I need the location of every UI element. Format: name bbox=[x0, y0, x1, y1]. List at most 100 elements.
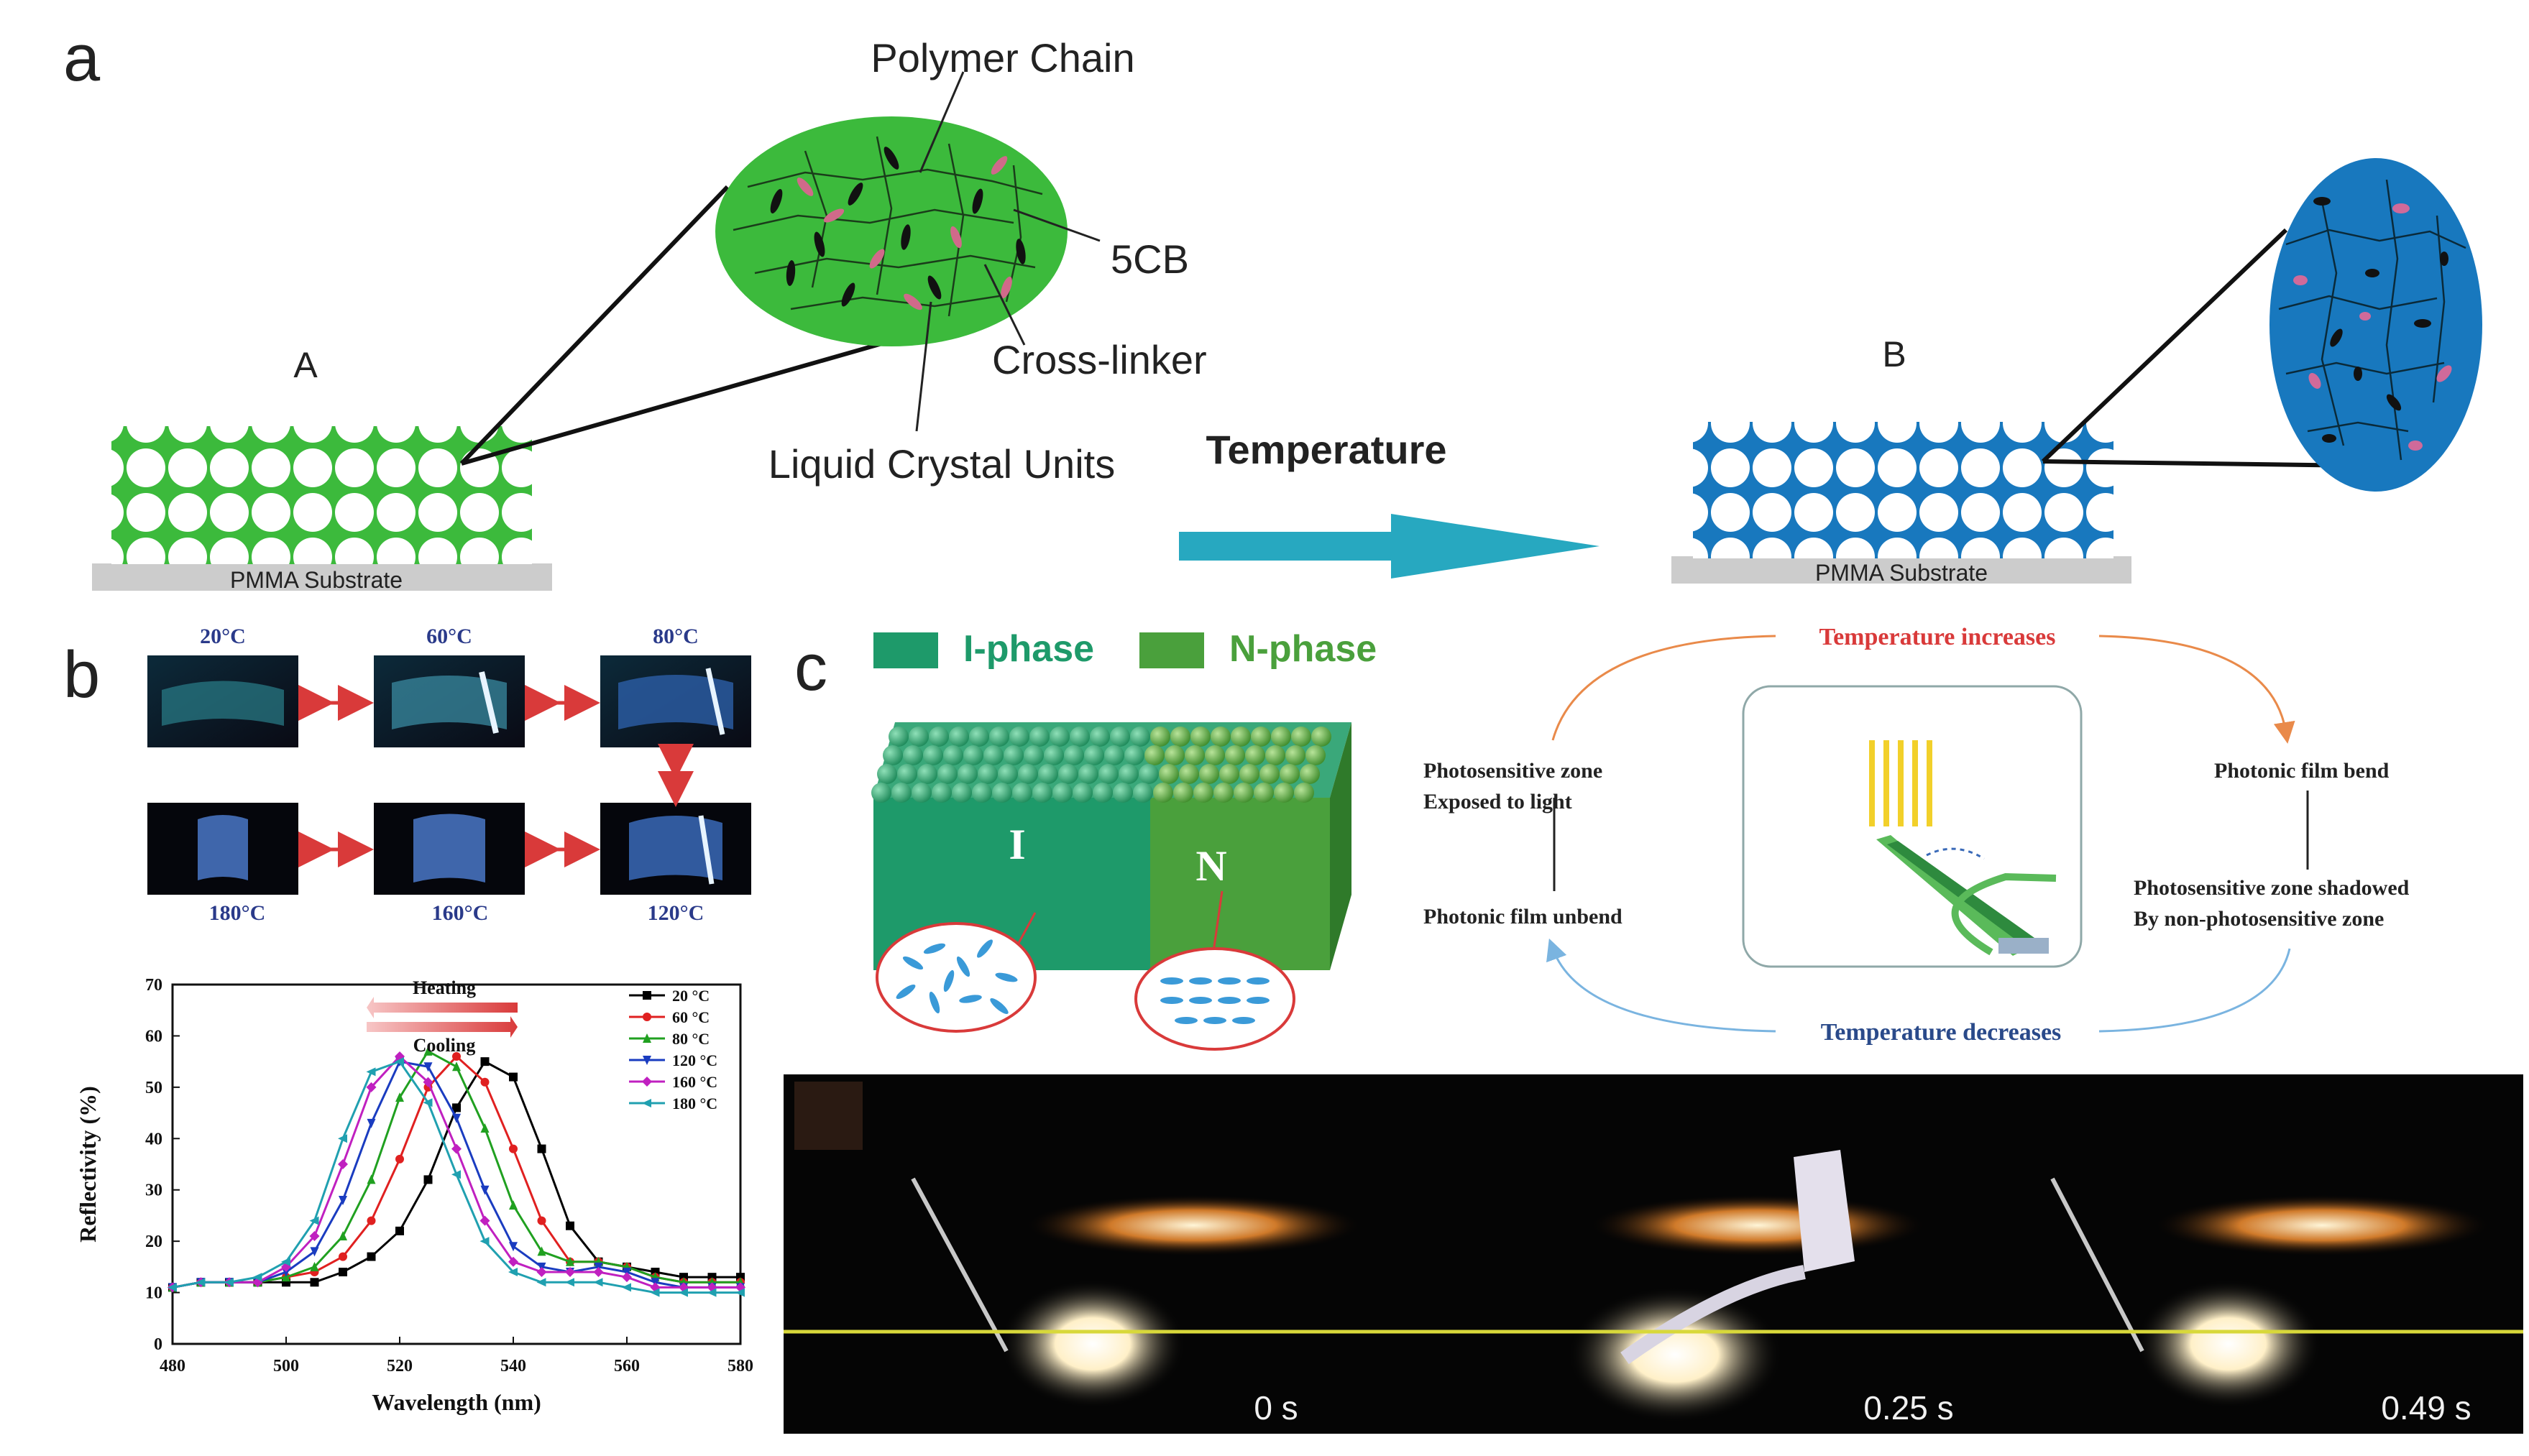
series-0-point-7 bbox=[367, 1252, 376, 1261]
series-2-point-8 bbox=[395, 1092, 404, 1102]
sphere bbox=[1259, 764, 1280, 784]
photo-80c: 80°C bbox=[600, 625, 751, 747]
sphere bbox=[1093, 783, 1113, 803]
series-5-point-0 bbox=[167, 1283, 177, 1292]
photo-180c: 180°C bbox=[147, 803, 298, 925]
series-5-point-19 bbox=[707, 1288, 717, 1297]
sphere bbox=[949, 727, 969, 747]
series-2-point-11 bbox=[480, 1123, 490, 1133]
series-4-point-7 bbox=[366, 1082, 377, 1092]
label-liquid-crystal-units: Liquid Crystal Units bbox=[768, 441, 1115, 487]
legend-marker-0 bbox=[643, 991, 651, 1000]
panel-letter-c: c bbox=[794, 631, 827, 704]
photo-20c: 20°C bbox=[147, 625, 298, 747]
leader-5cb bbox=[1013, 208, 1101, 242]
cooling-label: Cooling bbox=[413, 1035, 476, 1056]
sphere bbox=[1144, 745, 1165, 765]
x-axis-label: Wavelength (nm) bbox=[372, 1389, 541, 1415]
sphere bbox=[978, 764, 998, 784]
sphere-grid bbox=[871, 727, 1331, 803]
sphere bbox=[1084, 745, 1104, 765]
sphere bbox=[972, 783, 992, 803]
sphere bbox=[1073, 783, 1093, 803]
legend-marker-1 bbox=[643, 1013, 651, 1021]
sphere bbox=[1052, 783, 1073, 803]
leader-polymer-chain bbox=[919, 71, 965, 173]
series-4-point-12 bbox=[508, 1256, 518, 1267]
sphere bbox=[1193, 783, 1213, 803]
series-4-point-15 bbox=[593, 1267, 604, 1277]
sphere bbox=[1098, 764, 1119, 784]
series-5-point-10 bbox=[451, 1170, 461, 1179]
sphere bbox=[998, 764, 1018, 784]
network-ellipse-green bbox=[715, 116, 1068, 346]
y-tick-label-1: 10 bbox=[145, 1284, 162, 1303]
cycle-bottom-label: Temperature decreases bbox=[1821, 1019, 2062, 1046]
series-0-point-5 bbox=[310, 1278, 319, 1287]
series-3-point-6 bbox=[339, 1196, 347, 1205]
panel-letter-b: b bbox=[63, 638, 100, 711]
series-3-point-5 bbox=[310, 1247, 319, 1257]
block-label-i: I bbox=[1009, 821, 1025, 868]
series-3-point-10 bbox=[452, 1113, 461, 1123]
sphere bbox=[1070, 727, 1090, 747]
zoom-line-a-bottom bbox=[461, 334, 908, 466]
sphere bbox=[1190, 727, 1211, 747]
photo-60c: 60°C bbox=[374, 625, 525, 747]
legend-label-3: 120 °C bbox=[672, 1051, 717, 1069]
leader-liquid-crystal bbox=[915, 301, 932, 432]
series-5-point-3 bbox=[252, 1273, 262, 1282]
frame-time-1: 0.25 s bbox=[1863, 1389, 1953, 1427]
series-2-point-9 bbox=[423, 1046, 433, 1056]
sphere bbox=[963, 745, 983, 765]
heating-label: Heating bbox=[413, 977, 476, 998]
sphere bbox=[1239, 764, 1259, 784]
series-1-point-13 bbox=[537, 1216, 546, 1225]
y-tick-label-5: 50 bbox=[145, 1079, 162, 1097]
photo-160c: 160°C bbox=[374, 803, 525, 925]
sphere bbox=[983, 745, 1004, 765]
sphere bbox=[1291, 727, 1311, 747]
sphere bbox=[1009, 727, 1029, 747]
series-0-point-8 bbox=[395, 1226, 404, 1235]
legend-marker-3 bbox=[643, 1056, 651, 1065]
series-5-point-14 bbox=[565, 1278, 574, 1287]
temperature-arrow bbox=[1179, 514, 1599, 579]
network-ellipse-blue bbox=[2269, 158, 2482, 492]
x-tick-label-1: 500 bbox=[273, 1357, 299, 1376]
sphere bbox=[1185, 745, 1205, 765]
sphere bbox=[891, 783, 912, 803]
series-4-point-13 bbox=[536, 1267, 547, 1277]
series-5-point-20 bbox=[735, 1288, 745, 1297]
series-2-point-12 bbox=[509, 1200, 518, 1210]
series-5-point-13 bbox=[536, 1278, 546, 1287]
series-line-2 bbox=[172, 1049, 740, 1289]
sphere bbox=[1265, 745, 1285, 765]
label-cross-linker: Cross-linker bbox=[992, 337, 1207, 382]
heating-arrow bbox=[367, 997, 518, 1018]
sphere bbox=[969, 727, 989, 747]
substrate-b bbox=[1671, 556, 2131, 584]
series-4-point-6 bbox=[338, 1159, 348, 1169]
series-1-point-7 bbox=[367, 1216, 376, 1225]
sphere bbox=[1225, 745, 1245, 765]
zoom-line-b-top bbox=[2041, 228, 2288, 464]
series-5-point-16 bbox=[622, 1283, 631, 1292]
temperature-arrow-label: Temperature bbox=[1206, 427, 1446, 472]
sphere bbox=[1029, 727, 1050, 747]
sphere bbox=[1032, 783, 1052, 803]
series-4-point-10 bbox=[451, 1143, 462, 1154]
legend-label-4: 160 °C bbox=[672, 1073, 717, 1091]
sphere bbox=[1153, 783, 1173, 803]
chart-series bbox=[167, 1046, 745, 1297]
sphere bbox=[1305, 745, 1326, 765]
sphere bbox=[903, 745, 923, 765]
series-2-point-5 bbox=[310, 1261, 319, 1271]
series-2-point-13 bbox=[537, 1246, 546, 1256]
photo-20c-label: 20°C bbox=[200, 625, 246, 648]
cycle-left-upper-line1: Photosensitive zone bbox=[1423, 759, 1602, 783]
phase-block: I N bbox=[871, 722, 1351, 992]
sphere bbox=[937, 764, 958, 784]
sphere bbox=[1038, 764, 1058, 784]
